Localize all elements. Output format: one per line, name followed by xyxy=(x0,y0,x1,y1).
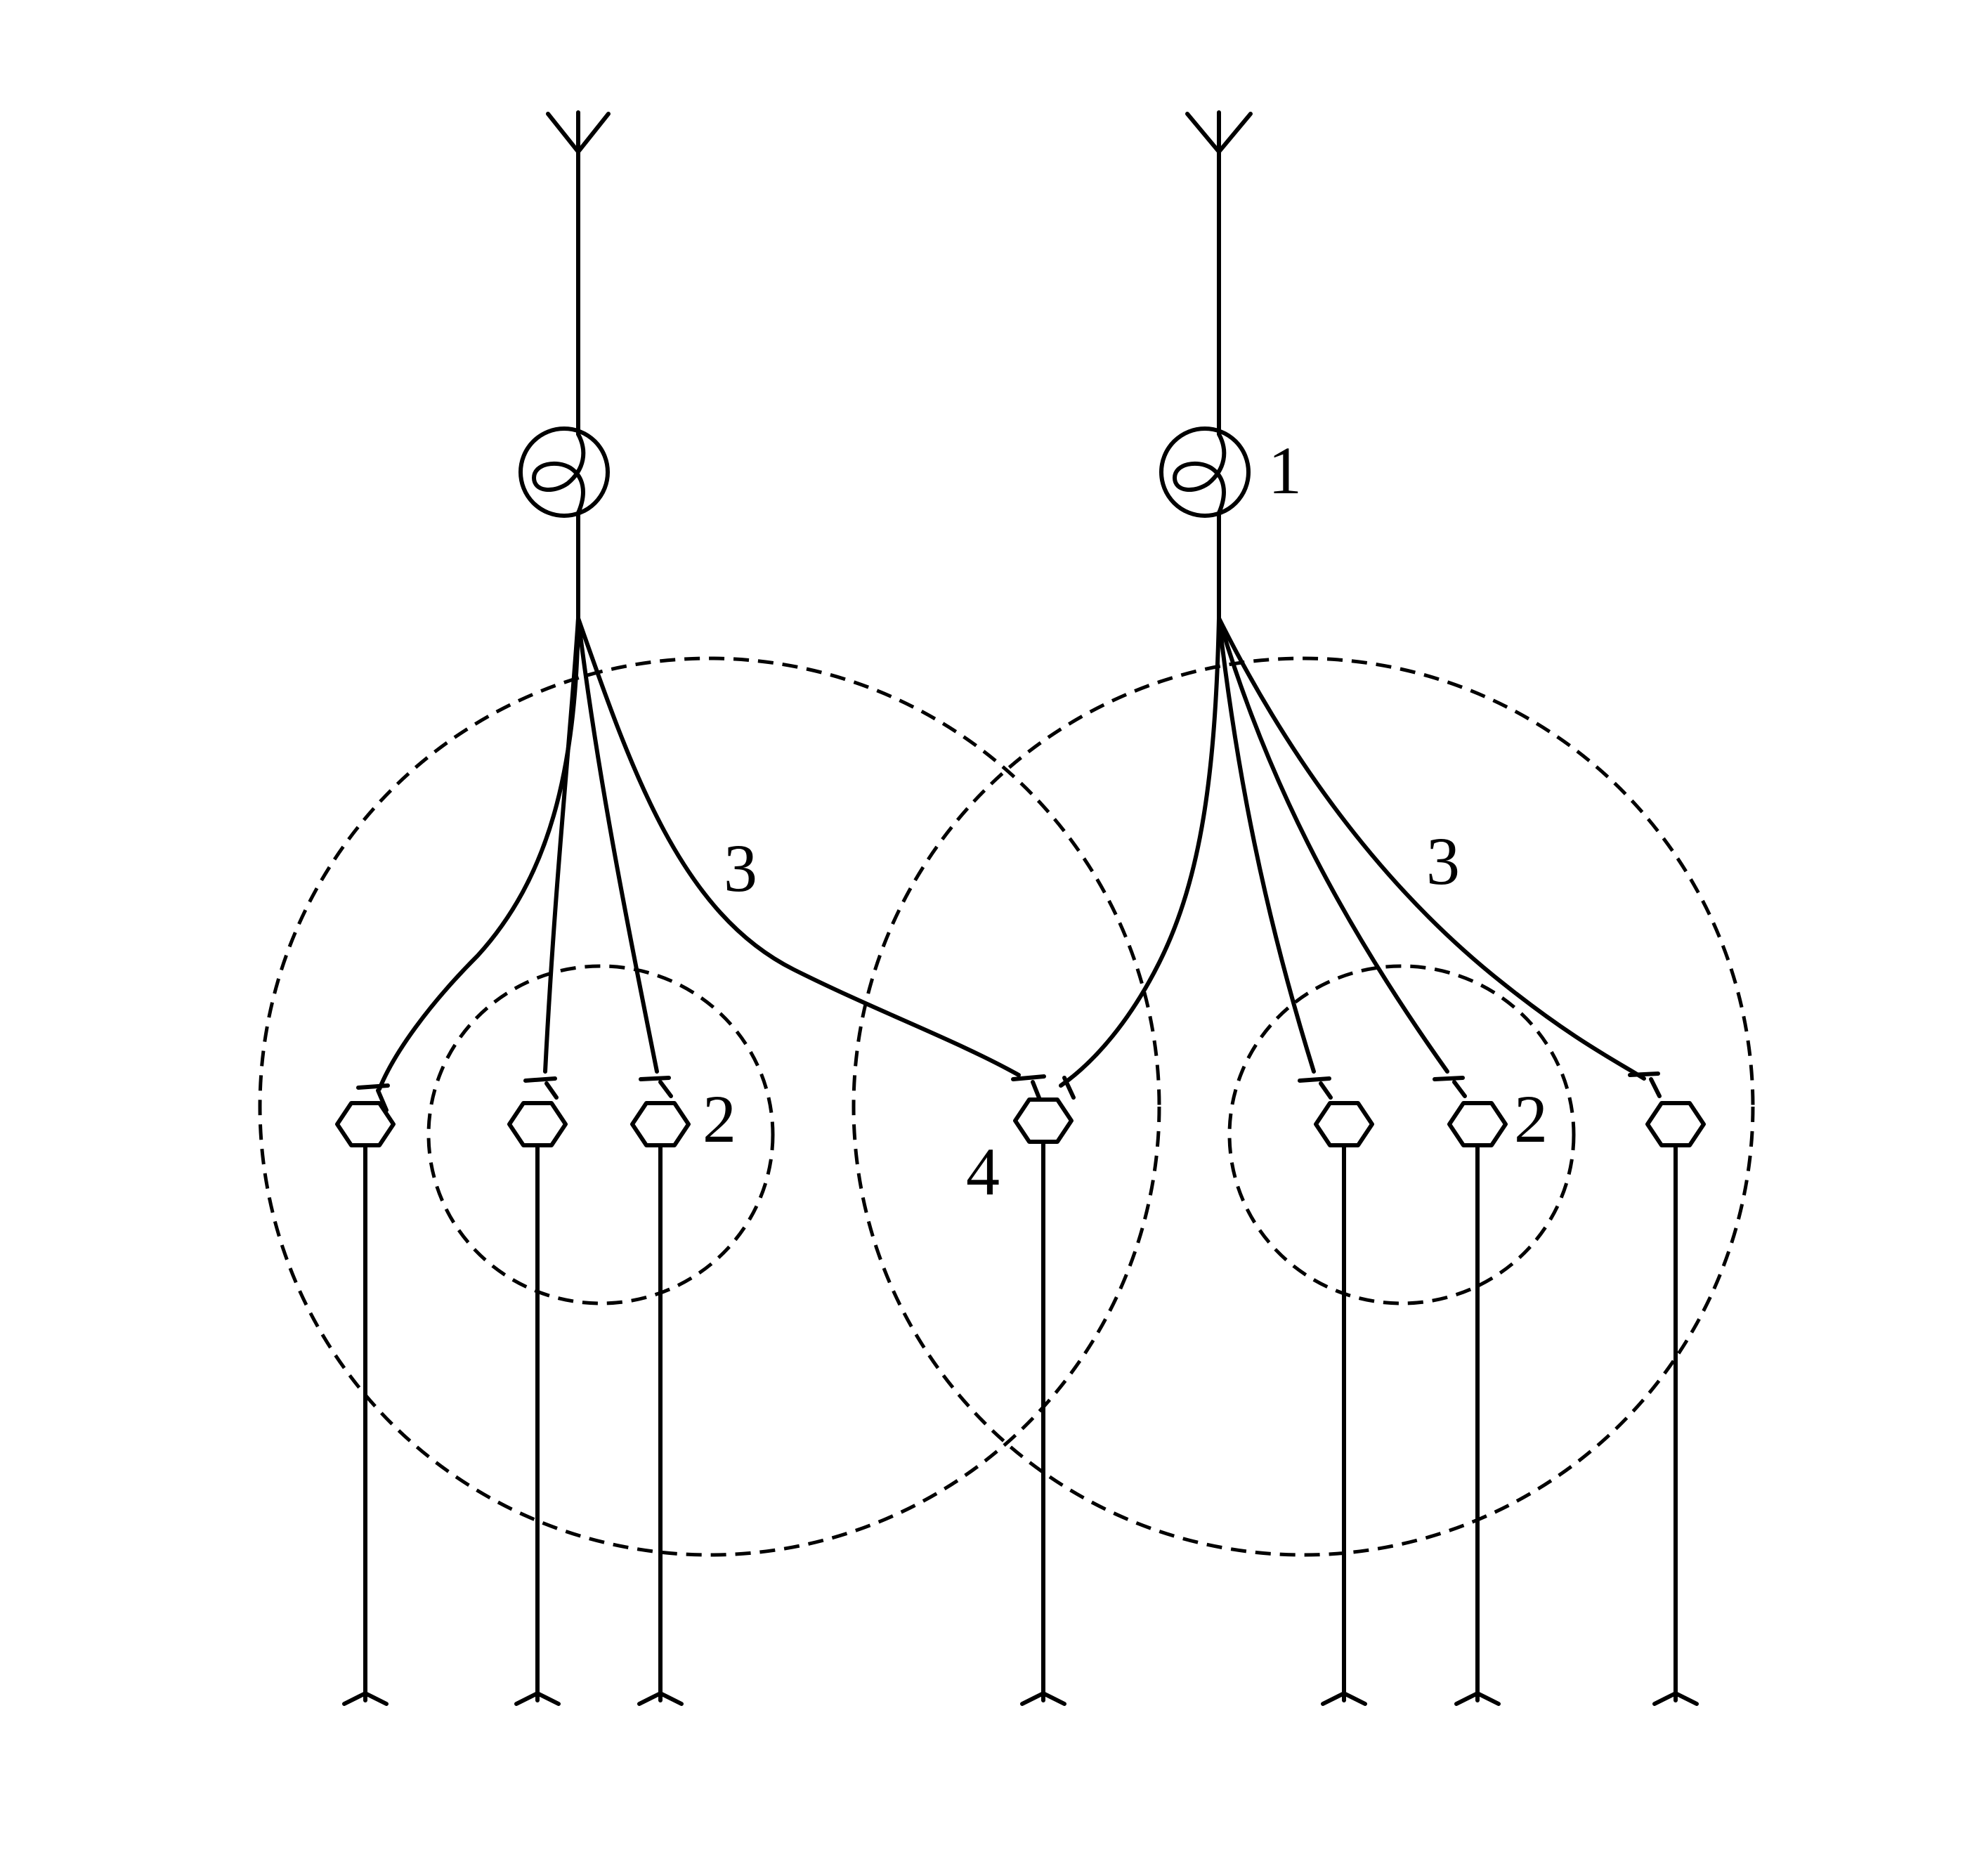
receptor-cell xyxy=(630,1101,691,1147)
receptor-cell xyxy=(1645,1101,1706,1147)
label-outer-field-right: 3 xyxy=(1426,823,1460,899)
receptor-line xyxy=(1020,1140,1066,1706)
receptor-cell xyxy=(507,1101,568,1147)
receptor-cell xyxy=(335,1101,396,1147)
right-synapse-3 xyxy=(1298,1076,1333,1100)
right-branch-4 xyxy=(1217,616,1646,1081)
left-branch-4 xyxy=(576,616,1021,1077)
receptor-line xyxy=(342,1143,389,1706)
right-unit xyxy=(1011,110,1662,1102)
labels: 1 2 2 3 3 4 xyxy=(703,433,1548,1209)
right-synapse-1 xyxy=(1011,1074,1046,1102)
right-synapse-5 xyxy=(1628,1071,1662,1098)
receptor-cell xyxy=(1447,1101,1508,1147)
receptor-line xyxy=(1321,1143,1367,1706)
receptor-cells xyxy=(335,1097,1706,1706)
receptive-fields xyxy=(258,656,1755,1557)
right-branch-3 xyxy=(1217,616,1449,1074)
label-outer-field-left: 3 xyxy=(724,830,757,906)
left-branch-3 xyxy=(576,616,659,1074)
left-inner-field xyxy=(426,964,775,1305)
left-outer-field xyxy=(258,656,1161,1557)
right-synapse-2 xyxy=(1062,1076,1076,1100)
left-synapse-1 xyxy=(356,1083,390,1112)
left-top-fork xyxy=(546,110,611,154)
right-synapse-4 xyxy=(1433,1076,1467,1098)
label-overlap-cell: 4 xyxy=(966,1134,1000,1209)
label-inner-field-left: 2 xyxy=(703,1081,736,1157)
receptor-cell xyxy=(1314,1101,1374,1147)
left-branch-2 xyxy=(543,616,580,1074)
right-outer-field xyxy=(852,656,1755,1557)
receptor-line xyxy=(1454,1143,1501,1706)
receptor-line xyxy=(1652,1143,1699,1706)
receptor-line xyxy=(637,1143,684,1706)
left-source-cell xyxy=(518,426,610,518)
left-synapse-2 xyxy=(523,1076,559,1100)
right-source-loop xyxy=(1173,432,1227,515)
right-branch-2 xyxy=(1217,616,1316,1074)
right-inner-field xyxy=(1227,964,1576,1305)
left-source-loop xyxy=(532,432,586,515)
label-inner-field-right: 2 xyxy=(1514,1081,1548,1157)
label-source-cell: 1 xyxy=(1268,433,1302,508)
right-top-fork xyxy=(1185,110,1253,154)
right-branch-1 xyxy=(1059,616,1221,1088)
left-synapse-3 xyxy=(639,1076,673,1098)
receptor-line xyxy=(514,1143,561,1706)
receptor-cell xyxy=(1013,1097,1074,1144)
left-unit xyxy=(356,110,1021,1112)
right-source-cell xyxy=(1159,426,1251,518)
